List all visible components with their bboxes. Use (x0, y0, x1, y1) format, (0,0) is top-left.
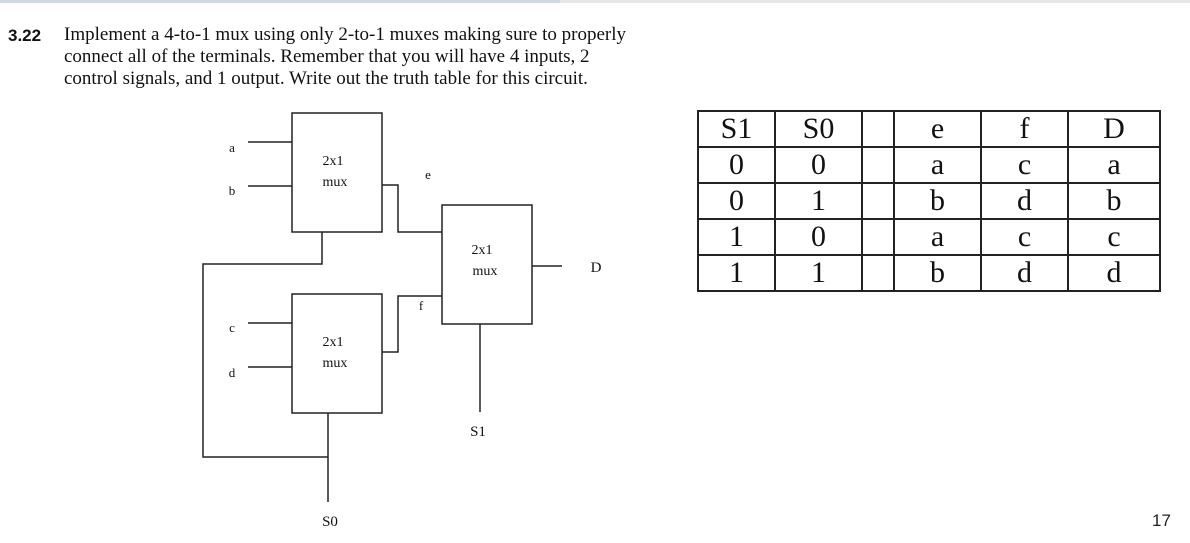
problem-line-1: Implement a 4-to-1 mux using only 2-to-1… (64, 24, 626, 45)
cell-e: b (893, 254, 982, 292)
cell-s1: 0 (697, 182, 776, 220)
mux-bottom-label-2: mux (323, 356, 348, 371)
label-e: e (425, 167, 431, 182)
cell-s1: 1 (697, 218, 776, 256)
mux-bottom-label-1: 2x1 (323, 335, 344, 350)
label-input-b: b (229, 183, 236, 198)
problem-number: 3.22 (8, 26, 42, 45)
mux-top (291, 112, 383, 233)
header-e: e (893, 110, 982, 148)
problem-line-3: control signals, and 1 output. Write out… (64, 68, 588, 89)
cell-s0: 0 (774, 146, 863, 184)
problem-text: Implement a 4-to-1 mux using only 2-to-1… (64, 24, 704, 90)
wire-e (382, 184, 442, 233)
cell-d: c (1067, 218, 1161, 256)
header-s0: S0 (774, 110, 863, 148)
mux-bottom (291, 293, 383, 414)
slide-number: 17 (1152, 511, 1171, 530)
top-divider (0, 0, 1190, 3)
problem-line-2: connect all of the terminals. Remember t… (64, 46, 590, 67)
table-row: 0 0 a c a (697, 146, 1161, 184)
truth-table-header-row: S1 S0 e f D (697, 110, 1161, 148)
header-f: f (980, 110, 1069, 148)
table-row: 0 1 b d b (697, 182, 1161, 220)
cell-f: d (980, 182, 1069, 220)
cell-e: a (893, 218, 982, 256)
cell-s0: 1 (774, 254, 863, 292)
label-output-d: D (591, 260, 602, 276)
cell-spacer (861, 182, 895, 220)
cell-d: d (1067, 254, 1161, 292)
header-d: D (1067, 110, 1161, 148)
header-spacer (861, 110, 895, 148)
cell-f: c (980, 146, 1069, 184)
cell-spacer (861, 254, 895, 292)
truth-table: S1 S0 e f D 0 0 a c a 0 1 b d b 1 0 (697, 110, 1161, 292)
header-s1: S1 (697, 110, 776, 148)
label-input-a: a (229, 140, 235, 155)
mux-top-label-2: mux (323, 175, 348, 190)
wire-s0-loop (202, 232, 328, 458)
cell-f: c (980, 218, 1069, 256)
cell-spacer (861, 218, 895, 256)
table-row: 1 1 b d d (697, 254, 1161, 292)
mux-output-label-2: mux (473, 264, 498, 279)
table-row: 1 0 a c c (697, 218, 1161, 256)
cell-s1: 0 (697, 146, 776, 184)
cell-d: b (1067, 182, 1161, 220)
cell-e: b (893, 182, 982, 220)
cell-s0: 0 (774, 218, 863, 256)
cell-s1: 1 (697, 254, 776, 292)
label-input-d: d (229, 365, 236, 380)
cell-spacer (861, 146, 895, 184)
label-input-c: c (229, 320, 235, 335)
mux-output-label-1: 2x1 (472, 243, 493, 258)
cell-e: a (893, 146, 982, 184)
label-s1: S1 (470, 424, 486, 440)
top-divider-accent (0, 0, 560, 3)
wire-f (382, 295, 442, 353)
label-f: f (419, 298, 424, 313)
label-s0: S0 (322, 514, 338, 530)
cell-f: d (980, 254, 1069, 292)
mux-circuit-diagram: a b c d 2x1 mux 2x1 mux 2x1 mux e f D S1… (202, 112, 602, 530)
cell-s0: 1 (774, 182, 863, 220)
mux-top-label-1: 2x1 (323, 154, 344, 169)
mux-output (441, 204, 533, 325)
cell-d: a (1067, 146, 1161, 184)
